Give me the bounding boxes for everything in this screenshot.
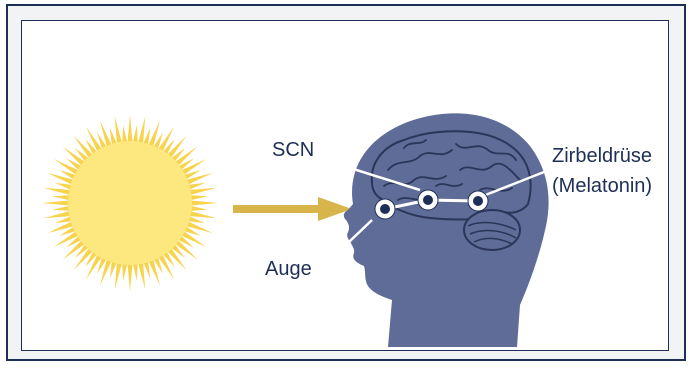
sun-ray — [189, 188, 217, 195]
arrow-right-icon — [233, 197, 352, 221]
sun-ray — [138, 116, 145, 144]
sun-ray — [189, 195, 207, 200]
eye-label: Auge — [265, 258, 312, 280]
scn-label: SCN — [272, 139, 314, 161]
pineal-label-line1: Zirbeldrüse — [552, 145, 652, 167]
sun-ray — [190, 200, 218, 205]
sun-ray — [133, 262, 138, 280]
sun-ray — [122, 125, 127, 143]
sun-ray — [115, 116, 122, 144]
sun-icon — [42, 115, 218, 291]
sun-ray — [138, 262, 145, 290]
sun-core — [68, 141, 192, 265]
sun-ray — [42, 200, 70, 205]
sun-ray — [52, 195, 70, 200]
sun-ray — [115, 262, 122, 290]
eye-node — [375, 199, 395, 219]
cerebellum — [464, 210, 520, 250]
sun-ray — [43, 211, 71, 218]
sun-ray — [43, 188, 71, 195]
sun-ray — [133, 125, 138, 143]
scn-node — [418, 190, 438, 210]
pineal-node — [468, 191, 488, 211]
sun-ray — [189, 206, 207, 211]
sun-ray — [127, 115, 132, 143]
pineal-label-line2: (Melatonin) — [552, 175, 652, 197]
sun-ray — [52, 206, 70, 211]
sun-ray — [189, 211, 217, 218]
sun-ray — [122, 262, 127, 280]
sun-ray — [127, 263, 132, 291]
